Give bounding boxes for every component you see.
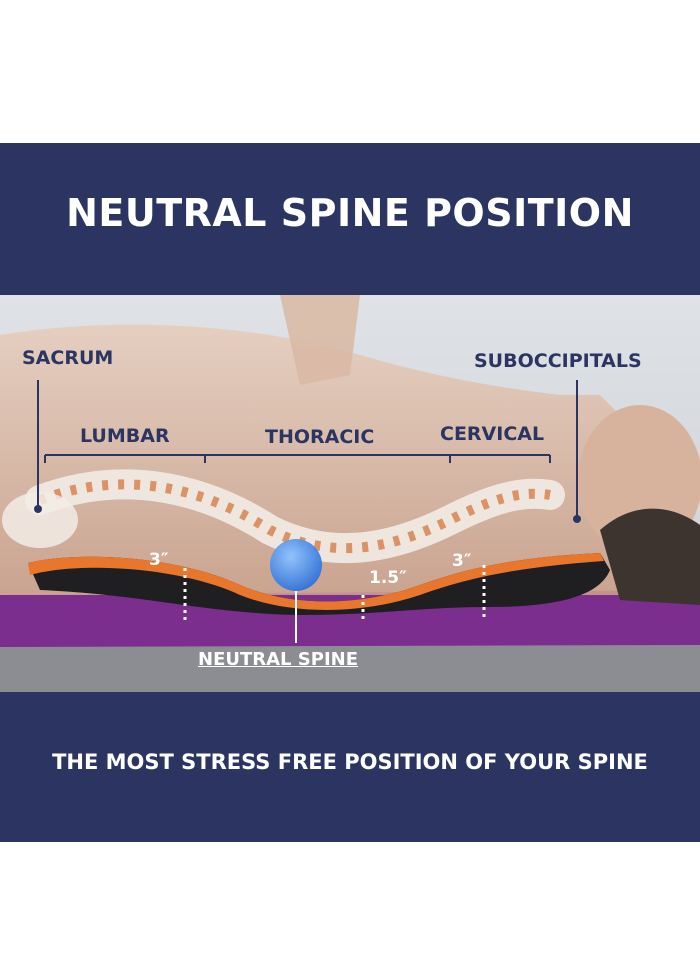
cervical-label: CERVICAL xyxy=(440,423,545,445)
spine-illustration: SACRUM SUBOCCIPITALS LUMBAR THORACIC CER… xyxy=(0,295,700,692)
thoracic-label: THORACIC xyxy=(265,426,375,448)
sacrum-label: SACRUM xyxy=(22,347,114,369)
yoga-mat xyxy=(0,590,700,647)
footer-banner: THE MOST STRESS FREE POSITION OF YOUR SP… xyxy=(0,692,700,842)
suboccipitals-label: SUBOCCIPITALS xyxy=(474,350,642,372)
neutral-spine-marker xyxy=(270,539,322,591)
footer-subtitle: THE MOST STRESS FREE POSITION OF YOUR SP… xyxy=(52,750,648,774)
center-gap-label: 1.5″ xyxy=(369,568,407,588)
left-gap-label: 3″ xyxy=(149,550,169,570)
lumbar-label: LUMBAR xyxy=(80,425,170,447)
spine-column xyxy=(25,469,565,564)
neutral-spine-label: NEUTRAL SPINE xyxy=(198,649,358,670)
page-title: NEUTRAL SPINE POSITION xyxy=(66,191,634,235)
spine-scene-graphic xyxy=(0,295,700,692)
torso-shape xyxy=(0,324,640,595)
right-gap-label: 3″ xyxy=(452,551,472,571)
header-banner: NEUTRAL SPINE POSITION xyxy=(0,143,700,295)
